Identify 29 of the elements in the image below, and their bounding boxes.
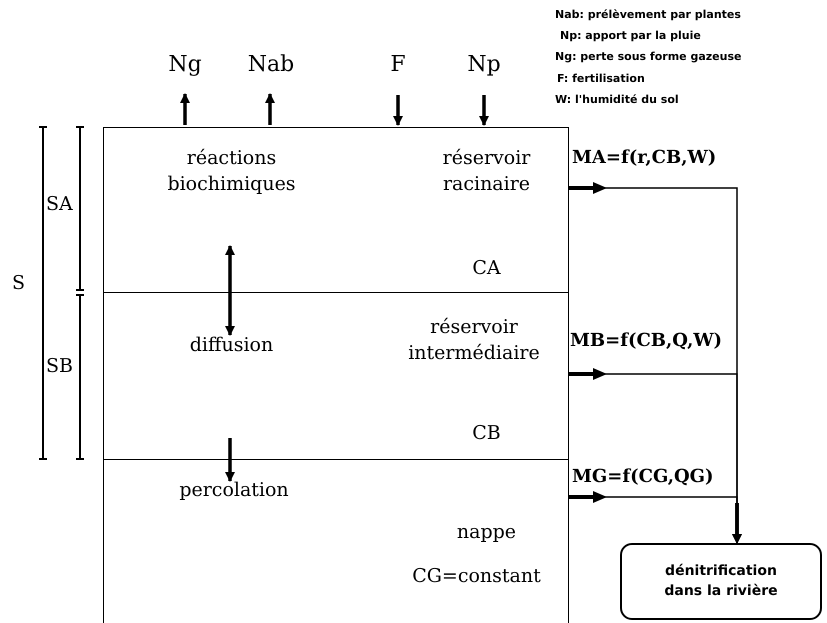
key-note: Nab: prélèvement par plantes <box>555 8 741 21</box>
node-text: nappe <box>456 520 518 545</box>
soil-layer-box <box>103 459 569 623</box>
flux-label: Ng <box>167 51 203 79</box>
node-text: réservoir intermédiaire <box>407 315 541 366</box>
node-text: réactions biochimiques <box>166 146 297 197</box>
dimension-label: SB <box>46 355 73 377</box>
dimension-label: S <box>12 272 26 294</box>
soil-layer-box <box>103 127 569 293</box>
node-text: CA <box>471 256 502 281</box>
key-note: Ng: perte sous forme gazeuse <box>555 50 742 63</box>
node-text: dénitrification dans la rivière <box>663 562 779 602</box>
node-text: CG=constant <box>411 564 542 589</box>
node-text: percolation <box>178 478 290 503</box>
edge-label: MA=f(r,CB,W) <box>572 147 716 169</box>
node-text: diffusion <box>188 333 274 358</box>
node-text: CB <box>471 421 502 446</box>
key-note: Np: apport par la pluie <box>560 29 701 42</box>
edge-label: MG=f(CG,QG) <box>572 466 714 488</box>
soil-layer-box <box>103 292 569 460</box>
flux-label: Nab <box>246 51 296 79</box>
key-note: F: fertilisation <box>557 72 645 85</box>
flux-label: Np <box>466 51 502 79</box>
dimension-label: SA <box>46 193 73 215</box>
key-note: W: l'humidité du sol <box>555 93 679 106</box>
edge-label: MB=f(CB,Q,W) <box>570 330 722 352</box>
process-box <box>620 543 822 620</box>
node-text: réservoir racinaire <box>442 146 532 197</box>
flux-label: F <box>389 51 407 79</box>
